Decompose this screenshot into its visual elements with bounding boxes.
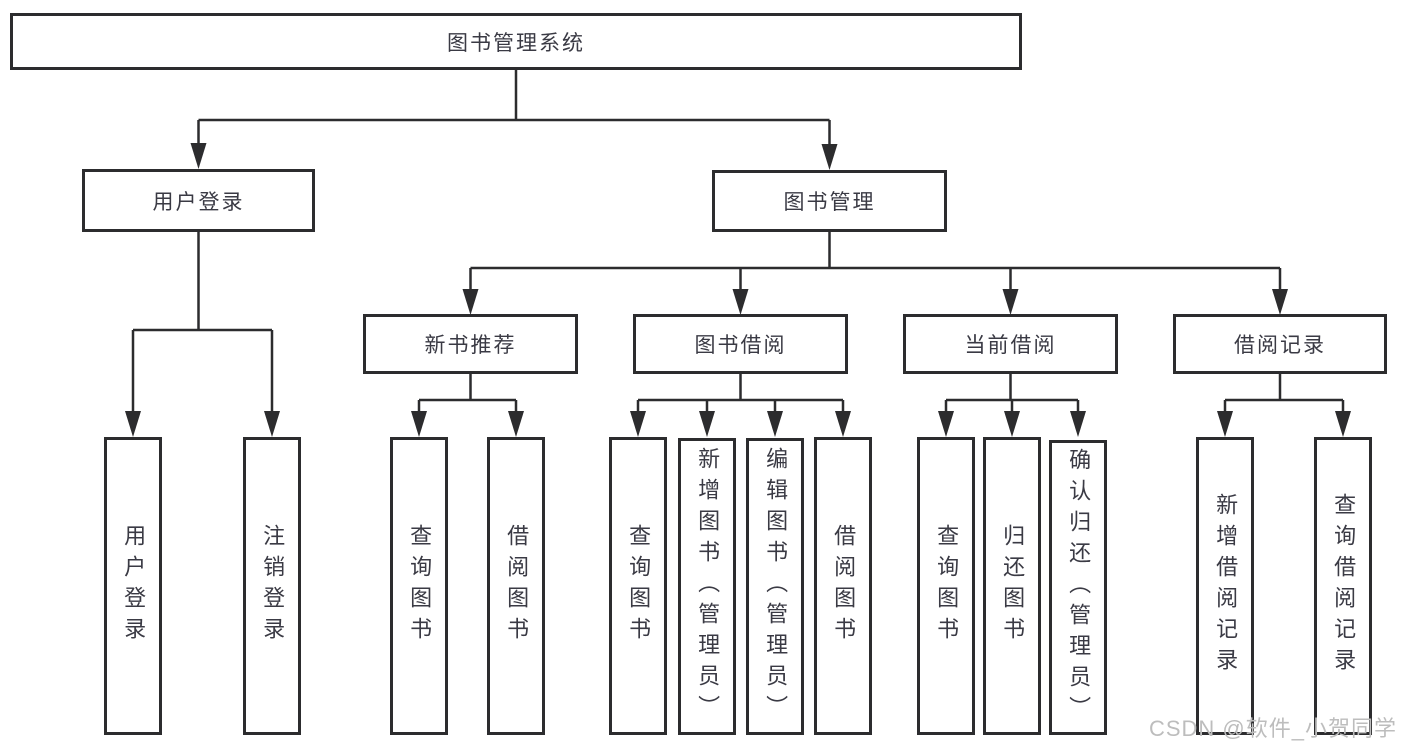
connector-borrowrecords-leaves	[1223, 374, 1345, 414]
node-book-borrow: 图书借阅	[633, 314, 848, 374]
node-leaf-borrow-books-recommend: 借阅图书	[487, 437, 545, 735]
node-leaf-query-books-current: 查询图书	[917, 437, 975, 735]
leaf-label: 借阅图书	[831, 524, 857, 648]
csdn-watermark: CSDN @软件_小贺同学	[1148, 716, 1397, 741]
leaf-label: 查询图书	[407, 524, 433, 648]
arrowheads	[125, 143, 1351, 437]
node-leaf-logout: 注销登录	[243, 437, 301, 735]
leaf-label: 查询图书	[626, 524, 652, 648]
leaf-label: 查询图书	[934, 524, 960, 648]
node-leaf-edit-books-admin: 编辑图书（管理员）	[746, 438, 804, 735]
node-user-login: 用户登录	[82, 169, 315, 232]
leaf-label: 新增图书（管理员）	[695, 447, 721, 726]
node-new-book-recommend: 新书推荐	[363, 314, 578, 374]
node-leaf-query-books-borrow: 查询图书	[609, 437, 667, 735]
connector-currentborrow-leaves	[944, 374, 1080, 414]
node-current-borrow: 当前借阅	[903, 314, 1118, 374]
node-book-borrow-label: 图书借阅	[694, 334, 787, 357]
node-leaf-return-books: 归还图书	[983, 437, 1041, 735]
node-leaf-query-books-recommend: 查询图书	[390, 437, 448, 735]
node-leaf-query-borrow-record: 查询借阅记录	[1314, 437, 1372, 735]
node-leaf-add-books-admin: 新增图书（管理员）	[678, 438, 736, 735]
node-book-management: 图书管理	[712, 170, 947, 232]
leaf-label: 归还图书	[1000, 524, 1026, 648]
node-leaf-add-borrow-record: 新增借阅记录	[1196, 437, 1254, 735]
leaf-label: 新增借阅记录	[1213, 493, 1239, 679]
leaf-label: 确认归还（管理员）	[1066, 448, 1092, 727]
connector-userlogin-leaves	[131, 232, 274, 414]
node-leaf-borrow-books: 借阅图书	[814, 437, 872, 735]
node-book-management-label: 图书管理	[783, 191, 876, 214]
node-leaf-user-login: 用户登录	[104, 437, 162, 735]
connector-bookmgmt-level3	[469, 232, 1282, 292]
leaf-label: 编辑图书（管理员）	[763, 447, 789, 726]
node-borrow-records-label: 借阅记录	[1234, 334, 1326, 357]
node-root-system: 图书管理系统	[10, 13, 1022, 70]
connector-bookborrow-leaves	[636, 374, 845, 414]
node-leaf-confirm-return-admin: 确认归还（管理员）	[1049, 440, 1107, 735]
leaf-label: 用户登录	[121, 524, 147, 648]
node-borrow-records: 借阅记录	[1173, 314, 1387, 374]
node-new-book-recommend-label: 新书推荐	[424, 334, 517, 357]
connector-newbook-leaves	[417, 374, 518, 414]
leaf-label: 注销登录	[260, 524, 286, 648]
connector-root-level2	[197, 70, 831, 146]
node-current-borrow-label: 当前借阅	[964, 334, 1057, 357]
leaf-label: 借阅图书	[504, 524, 530, 648]
node-user-login-label: 用户登录	[152, 190, 245, 214]
node-root-label: 图书管理系统	[447, 31, 585, 55]
leaf-label: 查询借阅记录	[1331, 493, 1357, 679]
